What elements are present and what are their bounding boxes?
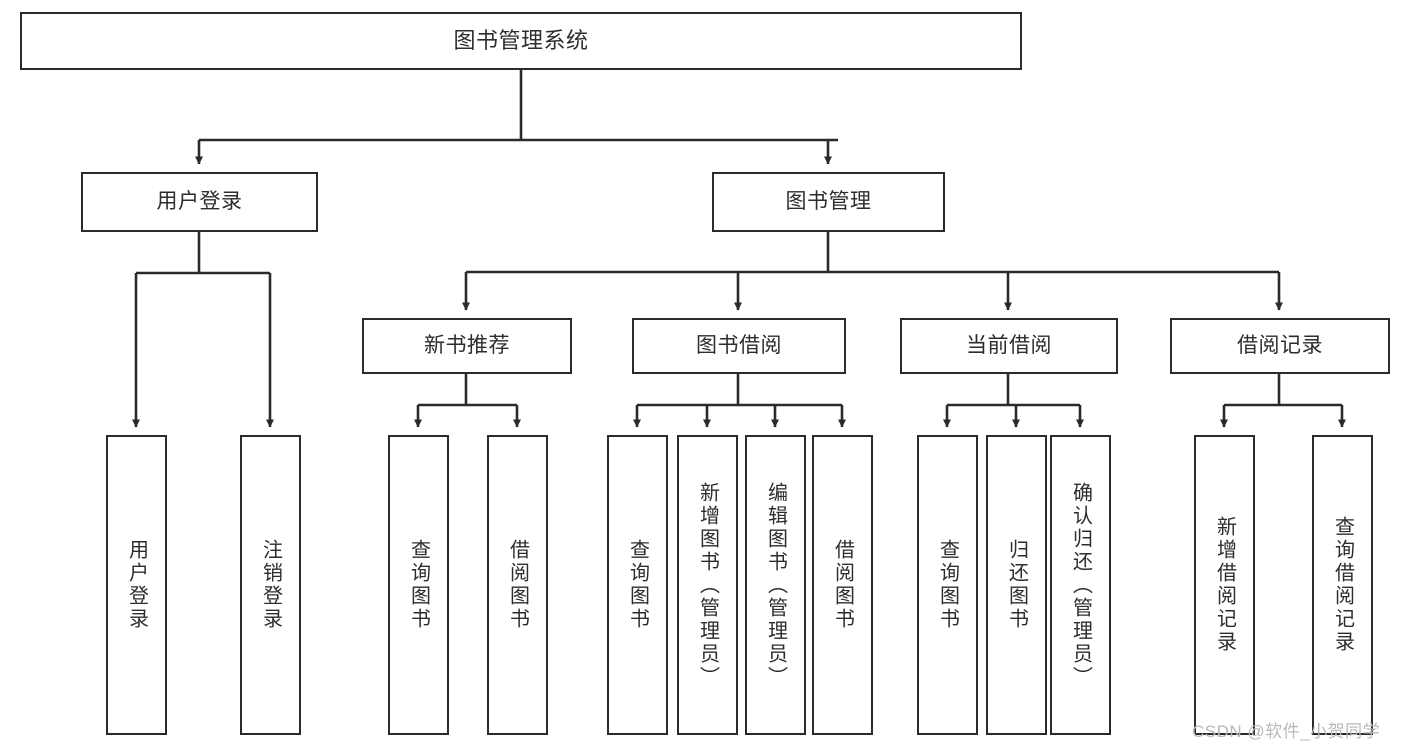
node-leaf-query-book-2[interactable]: 查询图书: [607, 435, 668, 735]
node-root-label: 图书管理系统: [453, 28, 589, 54]
node-leaf-query-book-1-label: 查询图书: [407, 539, 430, 631]
node-book-management-label: 图书管理: [785, 189, 872, 213]
node-leaf-return-book-label: 归还图书: [1005, 539, 1028, 631]
node-leaf-borrow-book-1[interactable]: 借阅图书: [487, 435, 548, 735]
node-leaf-return-book[interactable]: 归还图书: [986, 435, 1047, 735]
node-leaf-borrow-book-2-label: 借阅图书: [831, 539, 854, 631]
node-leaf-borrow-book-2[interactable]: 借阅图书: [812, 435, 873, 735]
node-leaf-borrow-book-1-label: 借阅图书: [506, 539, 529, 631]
node-user-login-label: 用户登录: [156, 189, 243, 213]
node-current-borrow[interactable]: 当前借阅: [900, 318, 1118, 374]
node-leaf-user-login-label: 用户登录: [125, 539, 148, 631]
node-leaf-add-book-label: 新增图书（管理员）: [696, 481, 719, 689]
node-leaf-query-record-label: 查询借阅记录: [1331, 516, 1354, 654]
node-leaf-query-book-2-label: 查询图书: [626, 539, 649, 631]
node-root[interactable]: 图书管理系统: [20, 12, 1022, 70]
node-leaf-user-logout[interactable]: 注销登录: [240, 435, 301, 735]
node-borrow-record[interactable]: 借阅记录: [1170, 318, 1390, 374]
node-user-login[interactable]: 用户登录: [81, 172, 318, 232]
node-current-borrow-label: 当前借阅: [966, 333, 1052, 357]
node-leaf-query-record[interactable]: 查询借阅记录: [1312, 435, 1373, 735]
node-leaf-add-record[interactable]: 新增借阅记录: [1194, 435, 1255, 735]
node-leaf-query-book-1[interactable]: 查询图书: [388, 435, 449, 735]
node-book-borrow[interactable]: 图书借阅: [632, 318, 846, 374]
node-leaf-edit-book-label: 编辑图书（管理员）: [764, 481, 787, 689]
node-leaf-confirm-return-label: 确认归还（管理员）: [1069, 481, 1092, 689]
node-leaf-user-login[interactable]: 用户登录: [106, 435, 167, 735]
csdn-watermark: CSDN @软件_小贺同学: [1192, 722, 1381, 741]
node-new-book-recommend-label: 新书推荐: [424, 333, 510, 357]
node-leaf-query-book-3-label: 查询图书: [936, 539, 959, 631]
node-book-borrow-label: 图书借阅: [696, 333, 782, 357]
node-leaf-add-record-label: 新增借阅记录: [1213, 516, 1236, 654]
node-leaf-user-logout-label: 注销登录: [259, 539, 282, 631]
node-borrow-record-label: 借阅记录: [1237, 333, 1323, 357]
node-leaf-query-book-3[interactable]: 查询图书: [917, 435, 978, 735]
node-leaf-confirm-return[interactable]: 确认归还（管理员）: [1050, 435, 1111, 735]
node-leaf-add-book[interactable]: 新增图书（管理员）: [677, 435, 738, 735]
node-leaf-edit-book[interactable]: 编辑图书（管理员）: [745, 435, 806, 735]
node-new-book-recommend[interactable]: 新书推荐: [362, 318, 572, 374]
node-book-management[interactable]: 图书管理: [712, 172, 945, 232]
